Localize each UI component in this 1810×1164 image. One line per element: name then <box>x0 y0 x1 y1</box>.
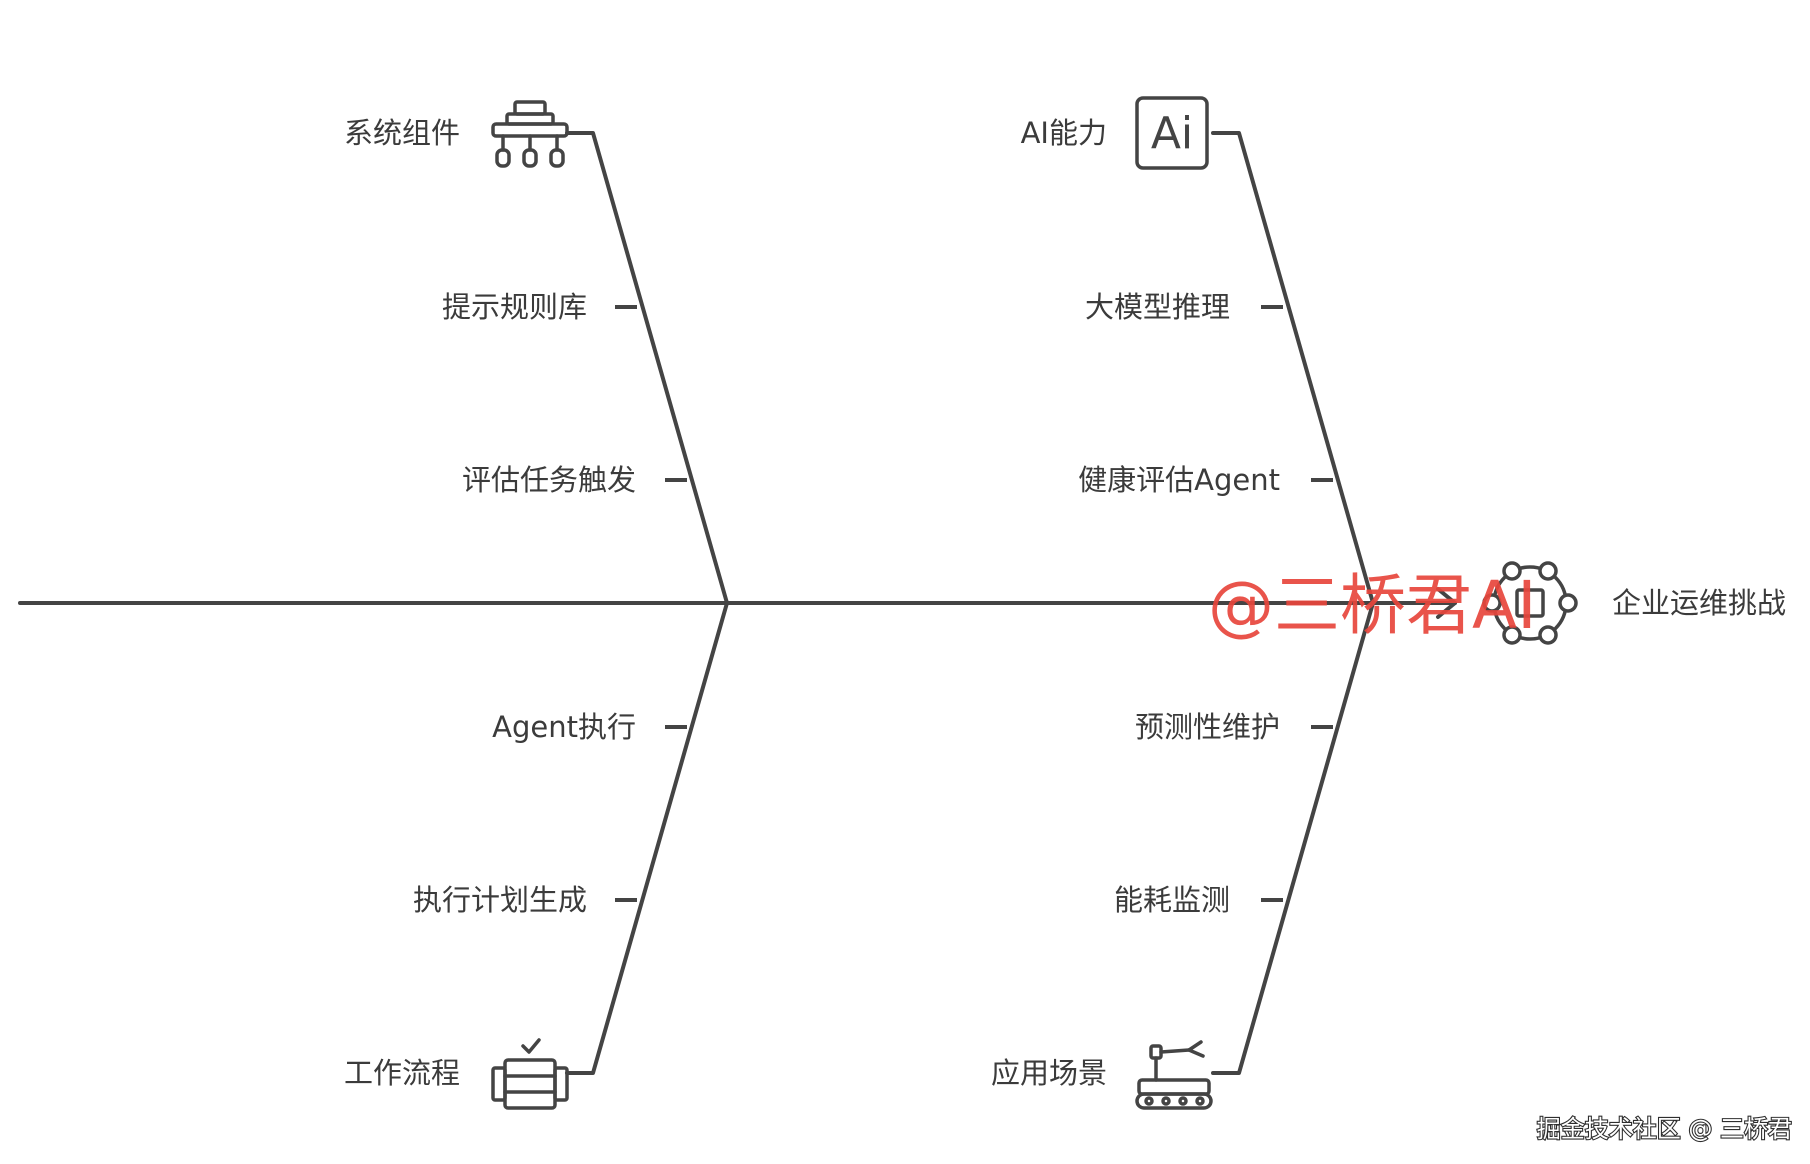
bone-workflow <box>565 601 729 1075</box>
robotic-arm-vehicle-icon <box>1135 1040 1213 1110</box>
bone-system-components <box>565 131 729 605</box>
category-label-workflow: 工作流程 <box>344 1056 460 1090</box>
head-label: 企业运维挑战 <box>1612 586 1786 620</box>
cause-label-predictive-maintenance: 预测性维护 <box>1135 710 1280 744</box>
spine-arrowhead <box>1436 587 1457 619</box>
category-label-system-components: 系统组件 <box>344 116 460 150</box>
category-label-application-scenarios: 应用场景 <box>991 1056 1107 1090</box>
cause-label-prompt-rule-library: 提示规则库 <box>442 290 587 324</box>
credit-watermark: 掘金技术社区 @ 三桥君 <box>1537 1115 1792 1143</box>
robot-components-icon <box>491 100 569 168</box>
bone-application-scenarios <box>1211 601 1375 1075</box>
cause-label-llm-inference: 大模型推理 <box>1085 290 1230 324</box>
bone-ai-capability <box>1211 131 1375 605</box>
server-checklist-icon <box>491 1038 569 1110</box>
cause-label-execution-plan-generation: 执行计划生成 <box>413 883 587 917</box>
overlay-watermark: @三桥君AI <box>1208 567 1537 644</box>
cause-label-health-assessment-agent: 健康评估Agent <box>1078 463 1280 497</box>
network-hub-icon <box>1482 561 1578 645</box>
category-label-ai-capability: AI能力 <box>1021 116 1107 150</box>
ai-box-icon: Ai <box>1135 96 1209 170</box>
cause-label-evaluation-task-trigger: 评估任务触发 <box>462 463 636 497</box>
svg-text:Ai: Ai <box>1151 108 1193 159</box>
cause-label-agent-execution: Agent执行 <box>492 710 636 744</box>
cause-label-energy-monitoring: 能耗监测 <box>1114 883 1230 917</box>
